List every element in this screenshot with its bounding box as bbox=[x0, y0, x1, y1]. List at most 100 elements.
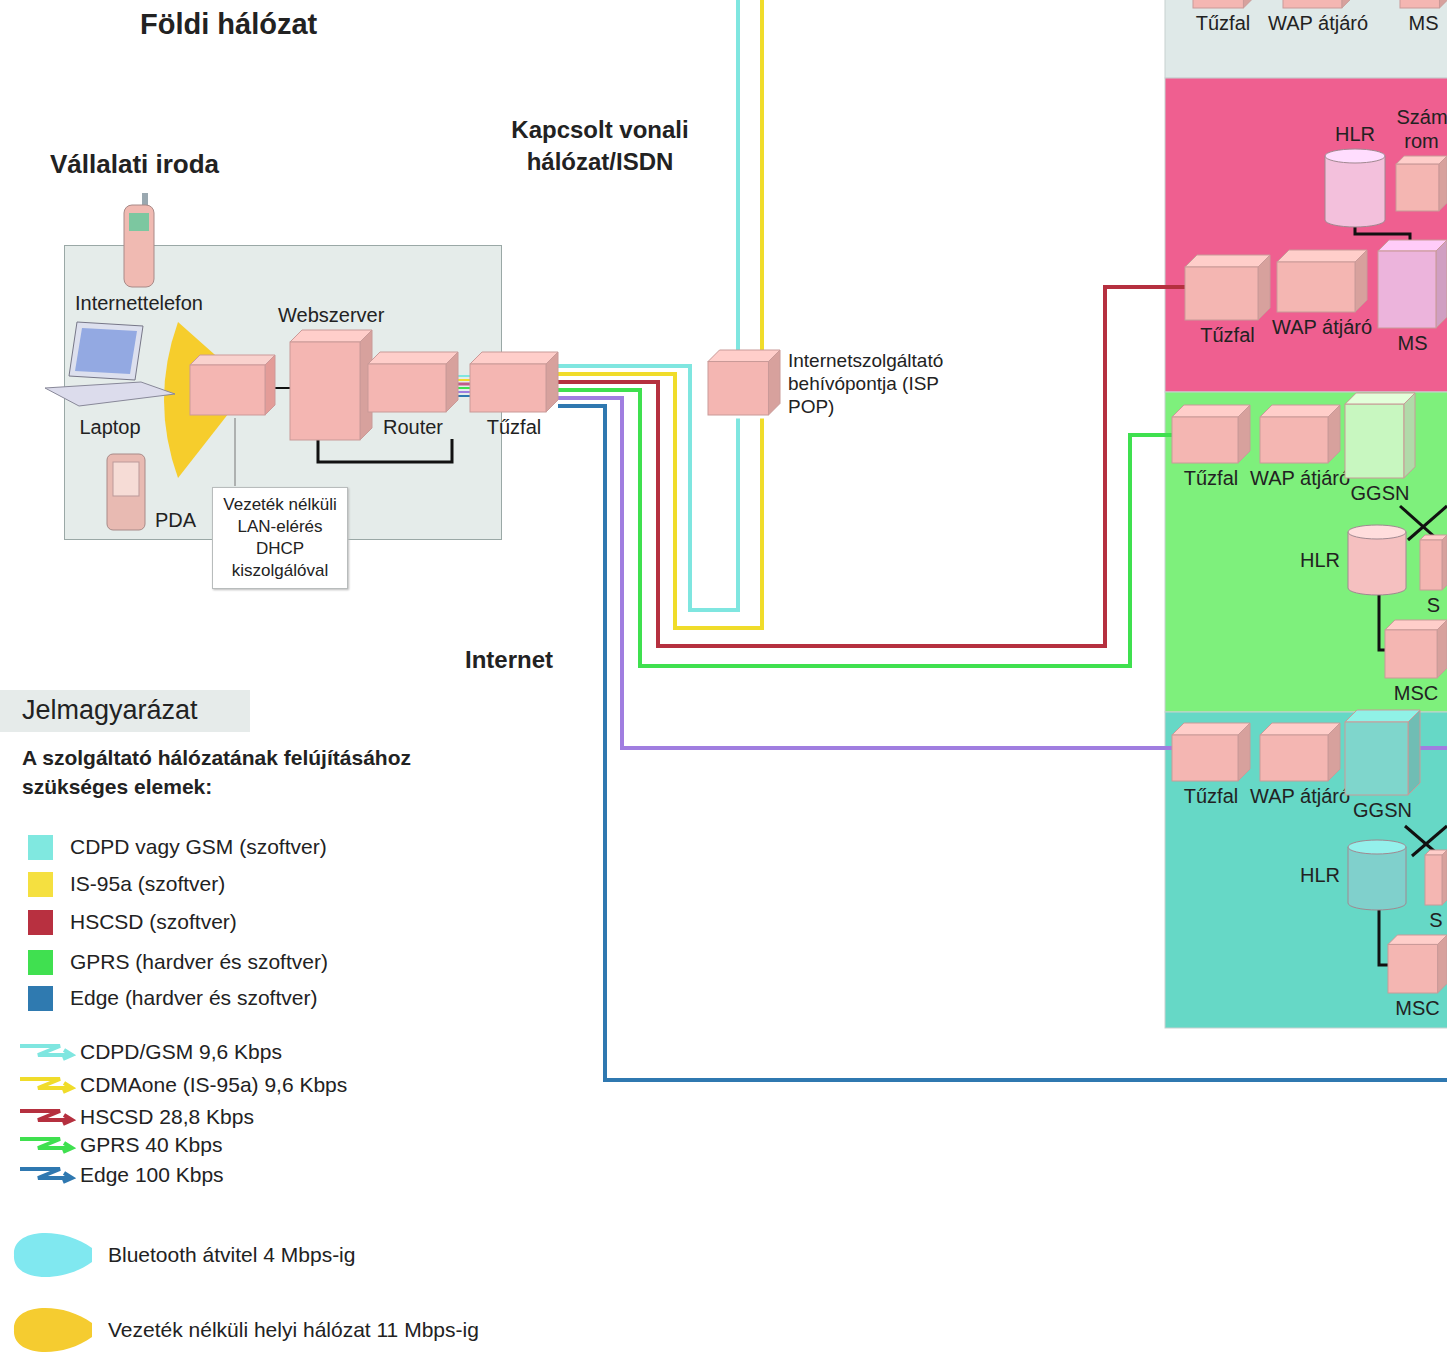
legend-line-sample bbox=[20, 1079, 72, 1092]
cube-side bbox=[1258, 255, 1270, 320]
cube-icon bbox=[1185, 255, 1270, 320]
isdn-line bbox=[736, 0, 740, 360]
pda-body bbox=[107, 454, 145, 530]
node-label: WAP átjáró bbox=[1268, 8, 1368, 35]
database-node: HLR bbox=[1300, 840, 1406, 910]
legend-line-sample bbox=[20, 1046, 72, 1059]
cube-side bbox=[1342, 0, 1353, 8]
diagram-title: Földi hálózat bbox=[140, 8, 317, 41]
device-cube: Internetszolgáltató behívópontja (ISP PO… bbox=[708, 350, 968, 418]
cube-top bbox=[1388, 935, 1447, 944]
cube-side bbox=[1442, 850, 1447, 905]
cube-front bbox=[368, 364, 446, 412]
cube-side bbox=[265, 355, 275, 415]
isdn-line bbox=[760, 0, 764, 360]
cube-side bbox=[1408, 710, 1420, 795]
node-label: S bbox=[1429, 905, 1442, 932]
device-cube: MS bbox=[1400, 0, 1447, 35]
cube-front bbox=[1283, 0, 1342, 8]
legend-swatch bbox=[28, 986, 53, 1011]
connector bbox=[558, 398, 1172, 748]
cross-wire bbox=[1412, 826, 1447, 856]
cube-front bbox=[290, 342, 360, 440]
node-label: Tűzfal bbox=[1184, 463, 1238, 490]
device-cube: Szám rom bbox=[1396, 105, 1447, 211]
callout-text: Vezeték nélküli LAN-elérés DHCP kiszolgá… bbox=[217, 494, 343, 582]
cube-side bbox=[1436, 240, 1447, 328]
node-label: MS bbox=[1409, 8, 1439, 35]
database-node: HLR bbox=[1325, 122, 1385, 227]
device-cube: Tűzfal bbox=[1172, 405, 1250, 490]
node-label: PDA bbox=[155, 508, 196, 532]
legend-entry: CDPD vagy GSM (szoftver) bbox=[0, 832, 700, 862]
cyl-icon bbox=[1325, 149, 1385, 227]
connector bbox=[318, 439, 452, 462]
cube-icon bbox=[368, 352, 458, 412]
device-cube: MSC bbox=[1388, 935, 1447, 1020]
device-cube: WAP átjáró bbox=[1250, 723, 1350, 808]
legend-text: CDMAone (IS-95a) 9,6 Kbps bbox=[80, 1072, 347, 1097]
cube-front bbox=[1345, 404, 1404, 478]
cube-front bbox=[1260, 417, 1328, 463]
node-label: HLR bbox=[1300, 548, 1340, 572]
device-cube: MSC bbox=[1385, 620, 1447, 705]
pda-icon bbox=[105, 452, 147, 532]
cube-front bbox=[1388, 944, 1438, 993]
cube-top bbox=[1345, 710, 1420, 722]
cube-side bbox=[1404, 393, 1415, 478]
cylinder-body bbox=[1348, 847, 1406, 910]
cube-icon bbox=[1193, 0, 1253, 8]
cube-side bbox=[1439, 156, 1447, 211]
cube-side bbox=[1328, 405, 1340, 463]
cube-icon bbox=[708, 350, 780, 415]
node-label: Internettelefon bbox=[75, 288, 203, 315]
node-label: Internetszolgáltató behívópontja (ISP PO… bbox=[788, 350, 968, 418]
cube-top bbox=[1185, 255, 1270, 267]
device-cube: WAP átjáró bbox=[1250, 405, 1350, 490]
cube-side bbox=[1439, 0, 1447, 8]
cube-side bbox=[1355, 250, 1367, 312]
legend-swatch bbox=[28, 835, 53, 860]
legend-entry: Edge (hardver és szoftver) bbox=[0, 983, 700, 1013]
legend-text: Bluetooth átvitel 4 Mbps-ig bbox=[108, 1242, 355, 1267]
connector bbox=[558, 287, 1185, 646]
legend-swatch bbox=[28, 872, 53, 897]
band-top bbox=[1165, 0, 1447, 78]
cube-front bbox=[190, 365, 265, 415]
device-cube: Router bbox=[368, 352, 458, 439]
cube-front bbox=[1345, 722, 1408, 795]
cube-side bbox=[446, 352, 458, 412]
cube-side bbox=[1243, 0, 1253, 8]
cube-top bbox=[708, 350, 780, 362]
legend-text: CDPD vagy GSM (szoftver) bbox=[70, 834, 327, 859]
node-label: MS bbox=[1398, 328, 1428, 355]
legend-text: HSCSD 28,8 Kbps bbox=[80, 1104, 254, 1129]
legend-swatch bbox=[28, 910, 53, 935]
cube-front bbox=[1396, 164, 1439, 211]
database-node: HLR bbox=[1300, 525, 1406, 595]
node-label: GGSN bbox=[1353, 795, 1412, 822]
cube-icon bbox=[1172, 405, 1250, 463]
node-label: MSC bbox=[1394, 678, 1438, 705]
cube-front bbox=[1378, 251, 1436, 328]
node-label: Router bbox=[383, 412, 443, 439]
cube-front bbox=[1385, 630, 1437, 678]
legend-entry: GPRS 40 Kbps bbox=[0, 1130, 700, 1160]
legend-text: CDPD/GSM 9,6 Kbps bbox=[80, 1039, 282, 1064]
device-cube: S bbox=[1420, 535, 1447, 617]
legend-sample bbox=[0, 1315, 100, 1345]
cube-side bbox=[1238, 405, 1250, 463]
node-label: GGSN bbox=[1351, 478, 1410, 505]
cube-side bbox=[1437, 620, 1447, 678]
device-cube: S bbox=[1425, 850, 1447, 932]
cube-front bbox=[1172, 417, 1238, 463]
cube-top bbox=[190, 355, 275, 365]
cyl-icon bbox=[1348, 525, 1406, 595]
pda-screen bbox=[113, 462, 139, 496]
legend-text: GPRS (hardver és szoftver) bbox=[70, 949, 328, 974]
cube-icon bbox=[1283, 0, 1353, 8]
legend-entry: CDPD/GSM 9,6 Kbps bbox=[0, 1037, 700, 1067]
cube-icon bbox=[1260, 723, 1340, 781]
cube-icon bbox=[1260, 405, 1340, 463]
